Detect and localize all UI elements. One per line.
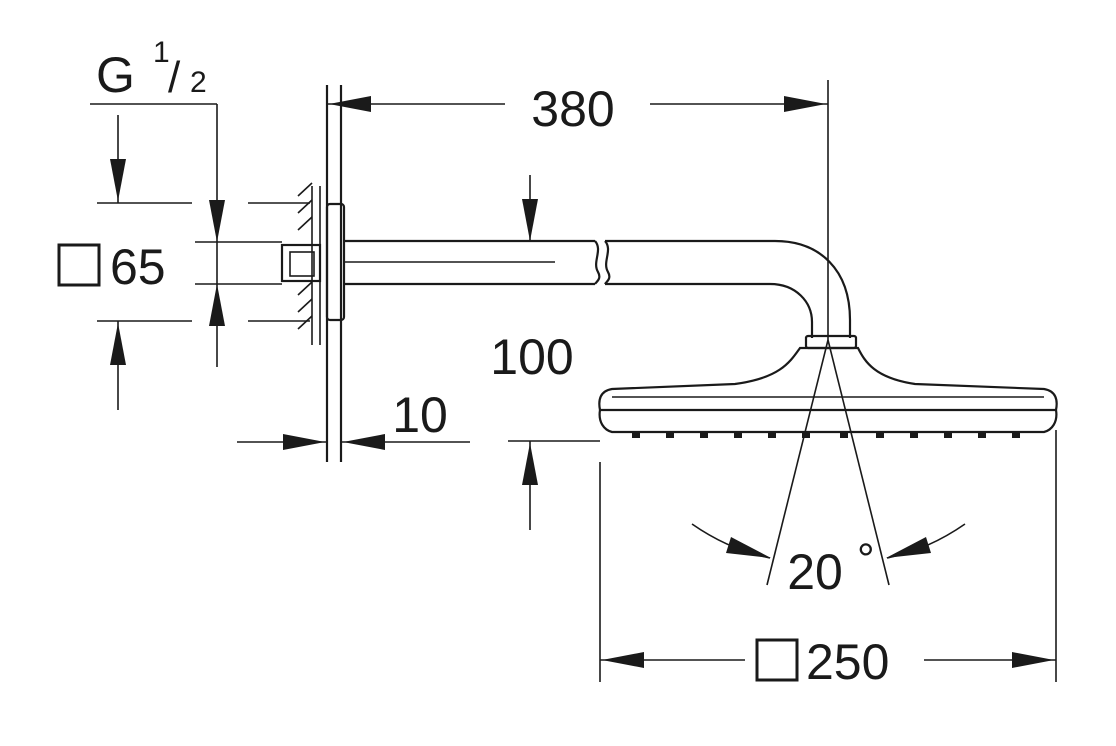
shower-head (598, 334, 1058, 438)
thread-slash: / (168, 53, 181, 102)
head-size-label: 250 (806, 634, 889, 690)
dimension-flange-size: 65 (57, 115, 310, 410)
dimension-arm-length: 380 (327, 80, 829, 340)
thread-numerator: 1 (153, 36, 170, 69)
drop-height-label: 100 (490, 329, 573, 385)
dimension-thread: G 1 / 2 (90, 36, 282, 367)
arm-length-label: 380 (531, 81, 614, 137)
square-symbol-icon (57, 243, 101, 287)
dimension-wall-gap: 10 (237, 387, 470, 450)
shower-arm (344, 239, 852, 338)
thread-letter: G (96, 47, 135, 103)
wall-flange (280, 85, 346, 462)
square-symbol-icon (755, 638, 799, 682)
thread-denominator: 2 (190, 66, 207, 99)
nozzle-row (632, 432, 1020, 438)
wall-gap-label: 10 (392, 387, 448, 443)
dimension-tilt-angle: 20 ° (691, 339, 966, 600)
flange-size-label: 65 (110, 239, 166, 295)
tilt-angle-label: 20 (787, 544, 843, 600)
tilt-angle-unit: ° (857, 535, 875, 584)
dimension-head-size: 250 (599, 430, 1057, 690)
dimension-drop-height: 100 (490, 175, 600, 530)
